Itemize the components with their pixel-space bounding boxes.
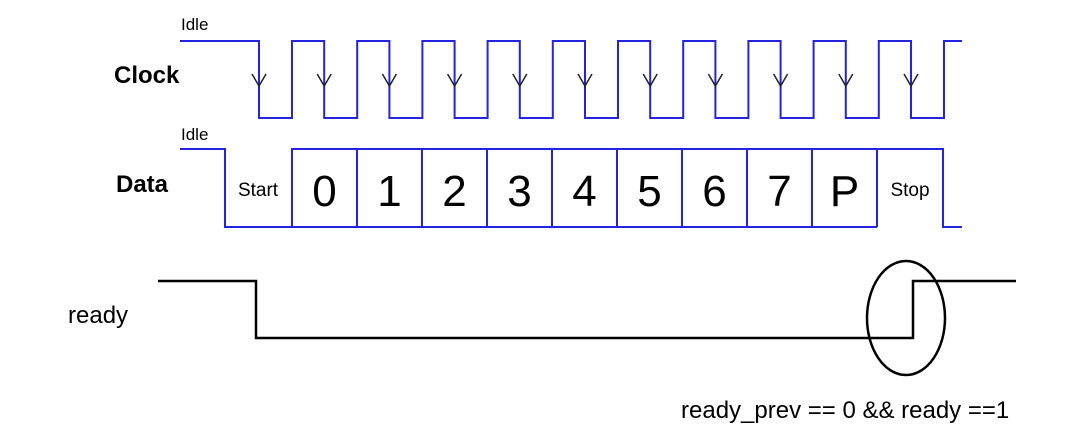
falling-edge-arrow-icon xyxy=(577,73,593,88)
data-bit-label: P xyxy=(830,167,859,216)
data-bit-label: 3 xyxy=(507,167,531,216)
ready-waveform xyxy=(158,279,1016,340)
data-bit-label: 0 xyxy=(312,167,336,216)
falling-edge-arrow-icon xyxy=(903,73,919,88)
falling-edge-arrow-icon xyxy=(512,73,528,88)
clock-waveform xyxy=(180,40,962,119)
data-bit-label: 4 xyxy=(572,167,596,216)
falling-edge-arrow-icon xyxy=(381,73,398,88)
data-label: Data xyxy=(116,171,169,198)
data-waveform xyxy=(180,148,962,228)
condition-label: ready_prev == 0 && ready ==1 xyxy=(681,397,1009,424)
data-idle-label: Idle xyxy=(181,125,208,144)
stop-bit-label: Stop xyxy=(890,180,929,201)
falling-edge-arrow-icon xyxy=(642,73,658,88)
data-bit-label: 1 xyxy=(377,167,401,216)
falling-edge-arrow-icon xyxy=(316,73,332,88)
falling-edge-arrow-icon xyxy=(772,73,789,88)
start-bit-label: Start xyxy=(238,180,279,201)
clock-idle-label: Idle xyxy=(181,15,208,34)
falling-edge-arrows xyxy=(251,73,919,88)
data-bit-label: 6 xyxy=(702,167,726,216)
falling-edge-arrow-icon xyxy=(707,73,724,88)
falling-edge-arrow-icon xyxy=(838,73,854,88)
data-bit-label: 7 xyxy=(767,167,791,216)
falling-edge-arrow-icon xyxy=(446,73,463,88)
ready-label: ready xyxy=(68,302,128,329)
falling-edge-arrow-icon xyxy=(251,73,267,88)
clock-label: Clock xyxy=(114,62,180,89)
data-bit-label: 5 xyxy=(637,167,661,216)
data-bit-label: 2 xyxy=(442,167,466,216)
rising-edge-highlight-ellipse xyxy=(865,259,947,377)
